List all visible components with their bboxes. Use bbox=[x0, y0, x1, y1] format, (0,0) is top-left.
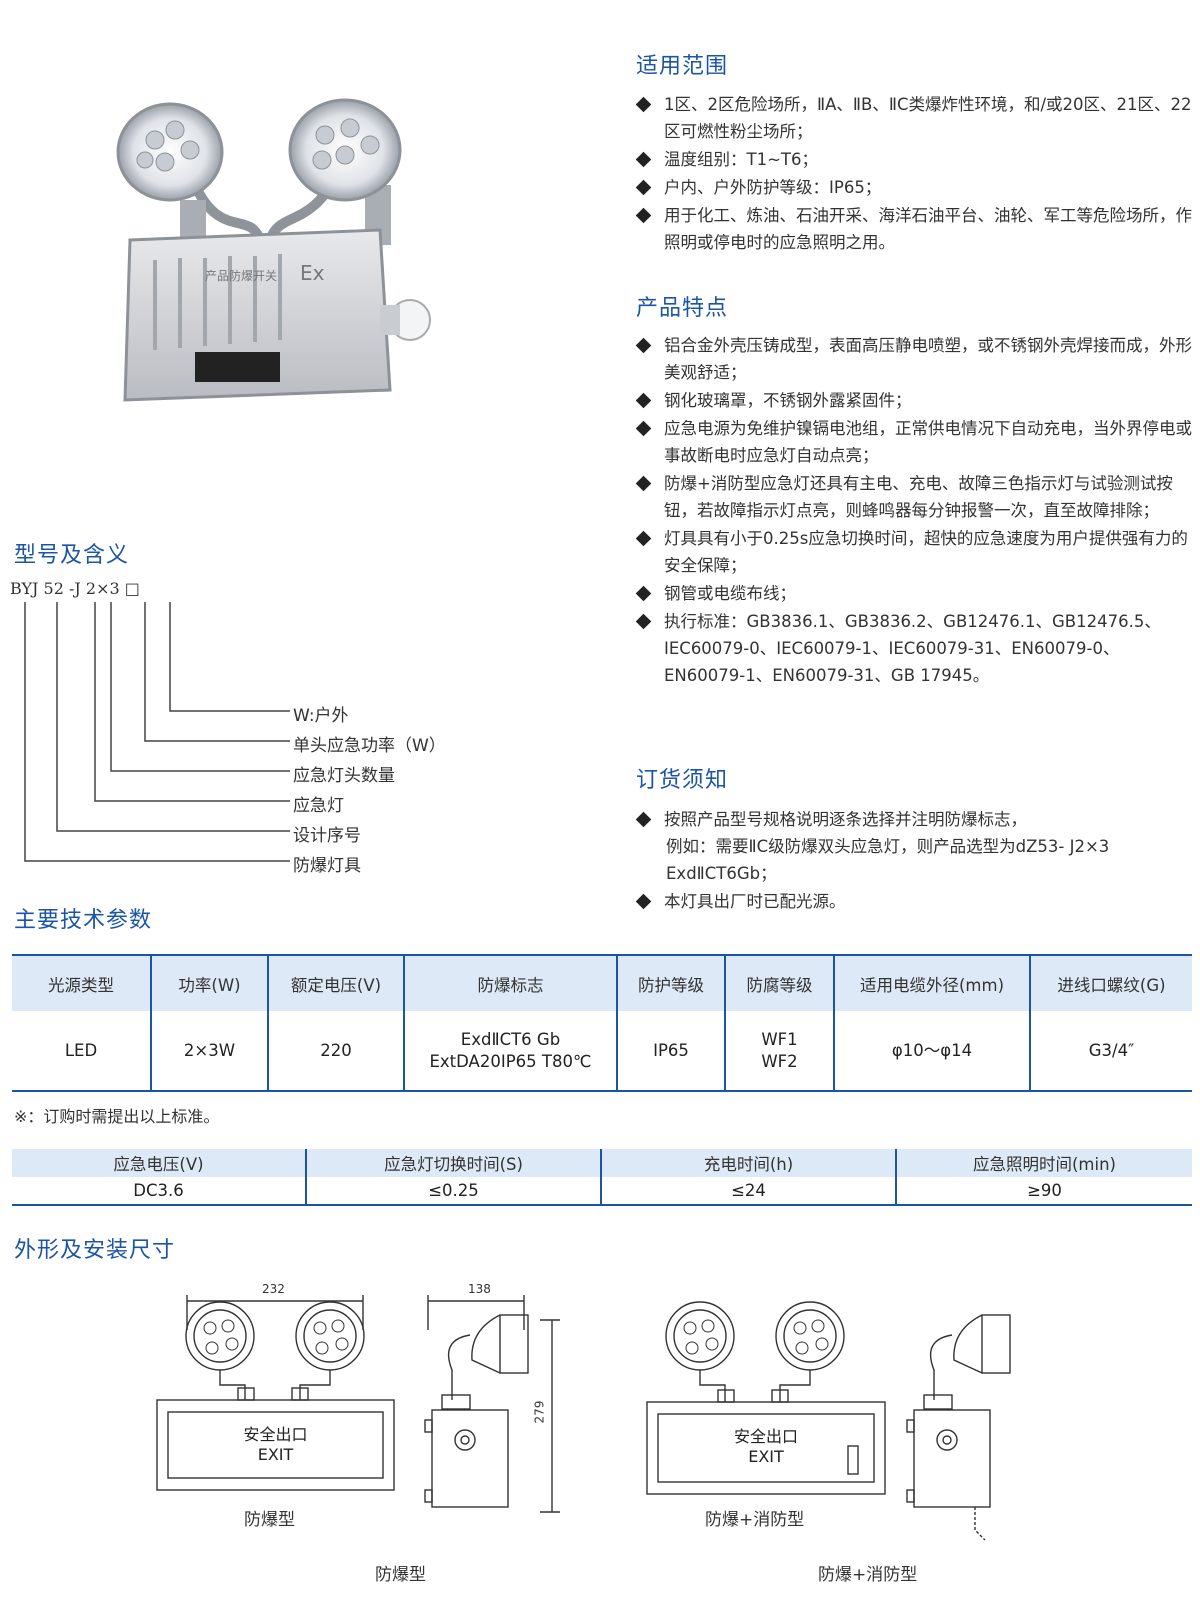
scope-title: 适用范围 bbox=[636, 54, 729, 79]
sign-text-b: 安全出口 EXIT bbox=[733, 1427, 798, 1466]
table-cell: 220 bbox=[267, 1011, 404, 1091]
model-legend-outdoor: W:户外 bbox=[293, 706, 349, 726]
table-cell: 2×3W bbox=[150, 1011, 268, 1091]
ordering-list: 按照产品型号规格说明逐条选择并注明防爆标志，例如：需要ⅡC级防爆双头应急灯，则产… bbox=[635, 806, 1192, 916]
ex-mark: Ex bbox=[300, 261, 325, 285]
diamond-bullet-icon bbox=[635, 337, 652, 354]
list-item: 温度组别：T1~T6； bbox=[635, 146, 1192, 173]
table-cell: ≤24 bbox=[600, 1177, 896, 1205]
specs-table: 光源类型 功率(W) 额定电压(V) 防爆标志 防护等级 防腐等级 适用电缆外径… bbox=[12, 954, 1192, 1092]
diamond-bullet-icon bbox=[635, 893, 652, 910]
table-header: 功率(W) bbox=[150, 955, 268, 1011]
diamond-bullet-icon bbox=[635, 475, 652, 492]
list-item: 防爆+消防型应急灯还具有主电、充电、故障三色指示灯与试验测试按钮，若故障指示灯点… bbox=[635, 470, 1192, 524]
table-header-row: 应急电压(V) 应急灯切换时间(S) 充电时间(h) 应急照明时间(min) bbox=[12, 1149, 1192, 1177]
model-title: 型号及含义 bbox=[14, 543, 130, 568]
features-title: 产品特点 bbox=[636, 296, 729, 321]
table-cell: φ10～φ14 bbox=[833, 1011, 1030, 1091]
caption-ex-type-bottom: 防爆型 bbox=[375, 1565, 426, 1585]
table-header: 应急照明时间(min) bbox=[895, 1149, 1192, 1177]
dimension-drawings bbox=[156, 1295, 1011, 1541]
list-item: 钢管或电缆布线； bbox=[635, 580, 1192, 607]
list-item: 应急电源为免维护镍镉电池组，正常供电情况下自动充电，当外界停电或事故断电时应急灯… bbox=[635, 415, 1192, 469]
dim-depth-label: 138 bbox=[468, 1282, 491, 1296]
diamond-bullet-icon bbox=[635, 151, 652, 168]
model-legend-power: 单头应急功率（W） bbox=[293, 736, 446, 756]
caption-ex-fire-type: 防爆+消防型 bbox=[705, 1510, 805, 1530]
table-header: 进线口螺纹(G) bbox=[1029, 955, 1192, 1011]
table-cell: G3/4″ bbox=[1029, 1011, 1192, 1091]
ordering-title: 订货须知 bbox=[636, 768, 729, 793]
dims-title: 外形及安装尺寸 bbox=[14, 1238, 176, 1263]
diamond-bullet-icon bbox=[635, 613, 652, 630]
list-item: 本灯具出厂时已配光源。 bbox=[635, 888, 1192, 915]
model-legend-design-no: 设计序号 bbox=[293, 826, 361, 846]
list-item: 按照产品型号规格说明逐条选择并注明防爆标志，例如：需要ⅡC级防爆双头应急灯，则产… bbox=[635, 806, 1192, 887]
table-row: DC3.6 ≤0.25 ≤24 ≥90 bbox=[12, 1177, 1192, 1205]
dim-width-label: 232 bbox=[262, 1282, 285, 1296]
table-header: 防爆标志 bbox=[403, 955, 617, 1011]
housing-label: 产品防爆开关 bbox=[205, 268, 277, 283]
list-item: 1区、2区危险场所，ⅡA、ⅡB、ⅡC类爆炸性环境，和/或20区、21区、22区可… bbox=[635, 91, 1192, 145]
table-cell: ≤0.25 bbox=[305, 1177, 601, 1205]
model-legend-ex-lamp: 防爆灯具 bbox=[293, 856, 361, 876]
table-header: 充电时间(h) bbox=[600, 1149, 896, 1177]
list-item: 铝合金外壳压铸成型，表面高压静电喷塑，或不锈钢外壳焊接而成，外形美观舒适； bbox=[635, 332, 1192, 386]
list-item: 用于化工、炼油、石油开采、海洋石油平台、油轮、军工等危险场所，作照明或停电时的应… bbox=[635, 202, 1192, 256]
diamond-bullet-icon bbox=[635, 392, 652, 409]
diamond-bullet-icon bbox=[635, 811, 652, 828]
diamond-bullet-icon bbox=[635, 96, 652, 113]
table-header-row: 光源类型 功率(W) 额定电压(V) 防爆标志 防护等级 防腐等级 适用电缆外径… bbox=[12, 955, 1192, 1011]
scope-list: 1区、2区危险场所，ⅡA、ⅡB、ⅡC类爆炸性环境，和/或20区、21区、22区可… bbox=[635, 91, 1192, 257]
list-item: 户内、户外防护等级：IP65； bbox=[635, 174, 1192, 201]
diamond-bullet-icon bbox=[635, 179, 652, 196]
table-header: 防护等级 bbox=[616, 955, 725, 1011]
table-header: 适用电缆外径(mm) bbox=[833, 955, 1030, 1011]
table-cell: ≥90 bbox=[895, 1177, 1192, 1205]
caption-ex-fire-type-bottom: 防爆+消防型 bbox=[818, 1565, 918, 1585]
list-item: 灯具具有小于0.25s应急切换时间，超快的应急速度为用户提供强有力的安全保障； bbox=[635, 525, 1192, 579]
emergency-table: 应急电压(V) 应急灯切换时间(S) 充电时间(h) 应急照明时间(min) D… bbox=[12, 1149, 1192, 1206]
table-header: 应急电压(V) bbox=[12, 1149, 306, 1177]
model-legend-emergency: 应急灯 bbox=[293, 796, 344, 816]
table-cell: DC3.6 bbox=[133, 1181, 184, 1200]
model-legend-head-count: 应急灯头数量 bbox=[293, 766, 395, 786]
diamond-bullet-icon bbox=[635, 420, 652, 437]
footnote: ※：订购时需提出以上标准。 bbox=[14, 1107, 220, 1126]
specs-title: 主要技术参数 bbox=[14, 908, 153, 933]
features-list: 铝合金外壳压铸成型，表面高压静电喷塑，或不锈钢外壳焊接而成，外形美观舒适； 钢化… bbox=[635, 332, 1192, 690]
diamond-bullet-icon bbox=[635, 530, 652, 547]
table-header: 光源类型 bbox=[12, 955, 151, 1011]
table-cell: IP65 bbox=[616, 1011, 725, 1091]
table-header: 防腐等级 bbox=[724, 955, 834, 1011]
caption-ex-type: 防爆型 bbox=[244, 1510, 295, 1530]
model-connector-lines bbox=[24, 602, 290, 862]
product-photo: 产品防爆开关 Ex bbox=[116, 98, 431, 402]
list-item: 执行标准：GB3836.1、GB3836.2、GB12476.1、GB12476… bbox=[635, 608, 1192, 689]
table-header: 额定电压(V) bbox=[267, 955, 404, 1011]
list-item: 钢化玻璃罩，不锈钢外露紧固件； bbox=[635, 387, 1192, 414]
sign-text-a: 安全出口 EXIT bbox=[243, 1425, 308, 1464]
table-cell: LED bbox=[64, 1040, 98, 1060]
table-header: 应急灯切换时间(S) bbox=[305, 1149, 601, 1177]
model-code: BYJ 52 -J 2×3 □ bbox=[10, 579, 140, 598]
dim-height-label: 279 bbox=[532, 1400, 547, 1424]
diamond-bullet-icon bbox=[635, 207, 652, 224]
diamond-bullet-icon bbox=[635, 585, 652, 602]
